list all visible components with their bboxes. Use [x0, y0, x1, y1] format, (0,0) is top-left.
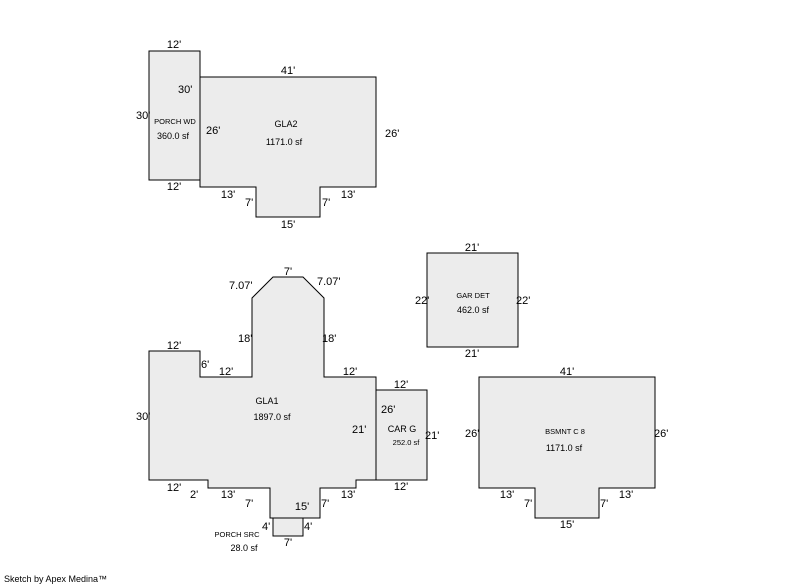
gla1-dim-diag-right: 7.07' [317, 276, 341, 288]
gla1-dim-right: 21' [352, 424, 366, 436]
gla2-size: 1171.0 sf [266, 137, 303, 147]
gla1-dim-tower-left: 18' [238, 333, 252, 345]
bsmnt-dim-bottom-right: 13' [619, 489, 633, 501]
bsmnt-label: BSMNT C 8 [545, 427, 585, 436]
bsmnt-dim-right: 26' [654, 428, 668, 440]
porch-src-dim-bottom: 7' [284, 537, 292, 549]
gla1-dim-notch-left: 7' [245, 498, 253, 510]
gla1-dim-diag-left: 7.07' [229, 280, 253, 292]
bsmnt-dim-notch-left: 7' [524, 498, 532, 510]
bsmnt-outline [478, 376, 656, 519]
gla1-dim-notch-bottom: 15' [295, 501, 309, 513]
sketch-footer-credit: Sketch by Apex Medina™ [4, 574, 108, 584]
porch-wd-dim-left: 30' [136, 110, 150, 122]
porch-src-area: PORCH SRC 28.0 sf 4' 4' 7' [214, 517, 312, 553]
gla2-dim-bottom-right: 13' [341, 189, 355, 201]
car-g-size: 252.0 sf [393, 438, 421, 447]
gla1-dim-step-left: 6' [201, 359, 209, 371]
gar-det-area: GAR DET 462.0 sf 21' 22' 22' 21' [415, 242, 530, 360]
porch-wd-outline [148, 50, 201, 181]
gar-det-outline [426, 252, 519, 348]
gla2-dim-bottom-left: 13' [221, 189, 235, 201]
porch-wd-label: PORCH WD [154, 117, 196, 126]
gla1-dim-step-bottom: 2' [190, 489, 198, 501]
gar-det-dim-top: 21' [465, 242, 479, 254]
gla1-dim-bottom-mid-right: 13' [341, 489, 355, 501]
gla1-dim-bottom-mid-left: 13' [221, 489, 235, 501]
gar-det-label: GAR DET [456, 291, 490, 300]
gla2-dim-notch-bottom: 15' [281, 219, 295, 231]
porch-src-size: 28.0 sf [230, 543, 258, 553]
bsmnt-dim-notch-bottom: 15' [560, 519, 574, 531]
gla1-dim-left: 30' [136, 411, 150, 423]
gla2-dim-notch-left: 7' [245, 197, 253, 209]
car-g-dim-left: 26' [381, 404, 395, 416]
bsmnt-dim-top: 41' [560, 366, 574, 378]
porch-wd-dim-bottom: 12' [167, 181, 181, 193]
bsmnt-dim-notch-right: 7' [600, 498, 608, 510]
gar-det-dim-left: 22' [415, 295, 429, 307]
porch-src-outline [272, 517, 304, 537]
porch-src-label: PORCH SRC [214, 530, 260, 539]
porch-wd-dim-top: 12' [167, 39, 181, 51]
gla1-dim-bottom-left: 12' [167, 482, 181, 494]
gla1-dim-ledge-right: 12' [343, 366, 357, 378]
gla2-dim-left: 26' [206, 125, 220, 137]
porch-wd-dim-right: 30' [178, 84, 192, 96]
porch-src-dim-right: 4' [304, 521, 312, 533]
porch-wd-size: 360.0 sf [157, 131, 190, 141]
gla1-dim-notch-right: 7' [321, 498, 329, 510]
gla1-label: GLA1 [255, 396, 278, 406]
car-g-dim-right: 21' [425, 430, 439, 442]
gar-det-size: 462.0 sf [457, 305, 490, 315]
porch-wd-area: PORCH WD 360.0 sf 12' 30' 30' 12' [136, 39, 201, 193]
gar-det-dim-bottom: 21' [465, 348, 479, 360]
gla1-area: GLA1 1897.0 sf 7.07' 7' 7.07' 18' 18' 12… [136, 266, 377, 519]
gla2-dim-notch-right: 7' [322, 197, 330, 209]
gla1-dim-top: 7' [284, 266, 292, 278]
gar-det-dim-right: 22' [516, 295, 530, 307]
car-g-dim-top: 12' [394, 379, 408, 391]
bsmnt-dim-left: 26' [465, 428, 479, 440]
bsmnt-size: 1171.0 sf [546, 443, 583, 453]
bsmnt-dim-bottom-left: 13' [500, 489, 514, 501]
gla2-outline [199, 76, 377, 218]
car-g-label: CAR G [388, 424, 417, 434]
gla1-dim-wing-top: 12' [167, 340, 181, 352]
gla1-dim-ledge-left: 12' [219, 366, 233, 378]
car-g-outline [375, 389, 428, 481]
car-g-area: CAR G 252.0 sf 12' 26' 21' 12' [375, 379, 439, 493]
porch-src-dim-left: 4' [262, 521, 270, 533]
gla2-label: GLA2 [274, 119, 297, 129]
gla1-size: 1897.0 sf [253, 412, 291, 422]
gla1-dim-tower-right: 18' [322, 333, 336, 345]
gla2-area: GLA2 1171.0 sf 41' 26' 26' 13' 7' 15' 7'… [199, 65, 399, 231]
gla2-dim-right: 26' [385, 128, 399, 140]
gla2-dim-top: 41' [281, 65, 295, 77]
car-g-dim-bottom: 12' [394, 481, 408, 493]
bsmnt-area: BSMNT C 8 1171.0 sf 41' 26' 26' 13' 7' 1… [465, 366, 668, 531]
